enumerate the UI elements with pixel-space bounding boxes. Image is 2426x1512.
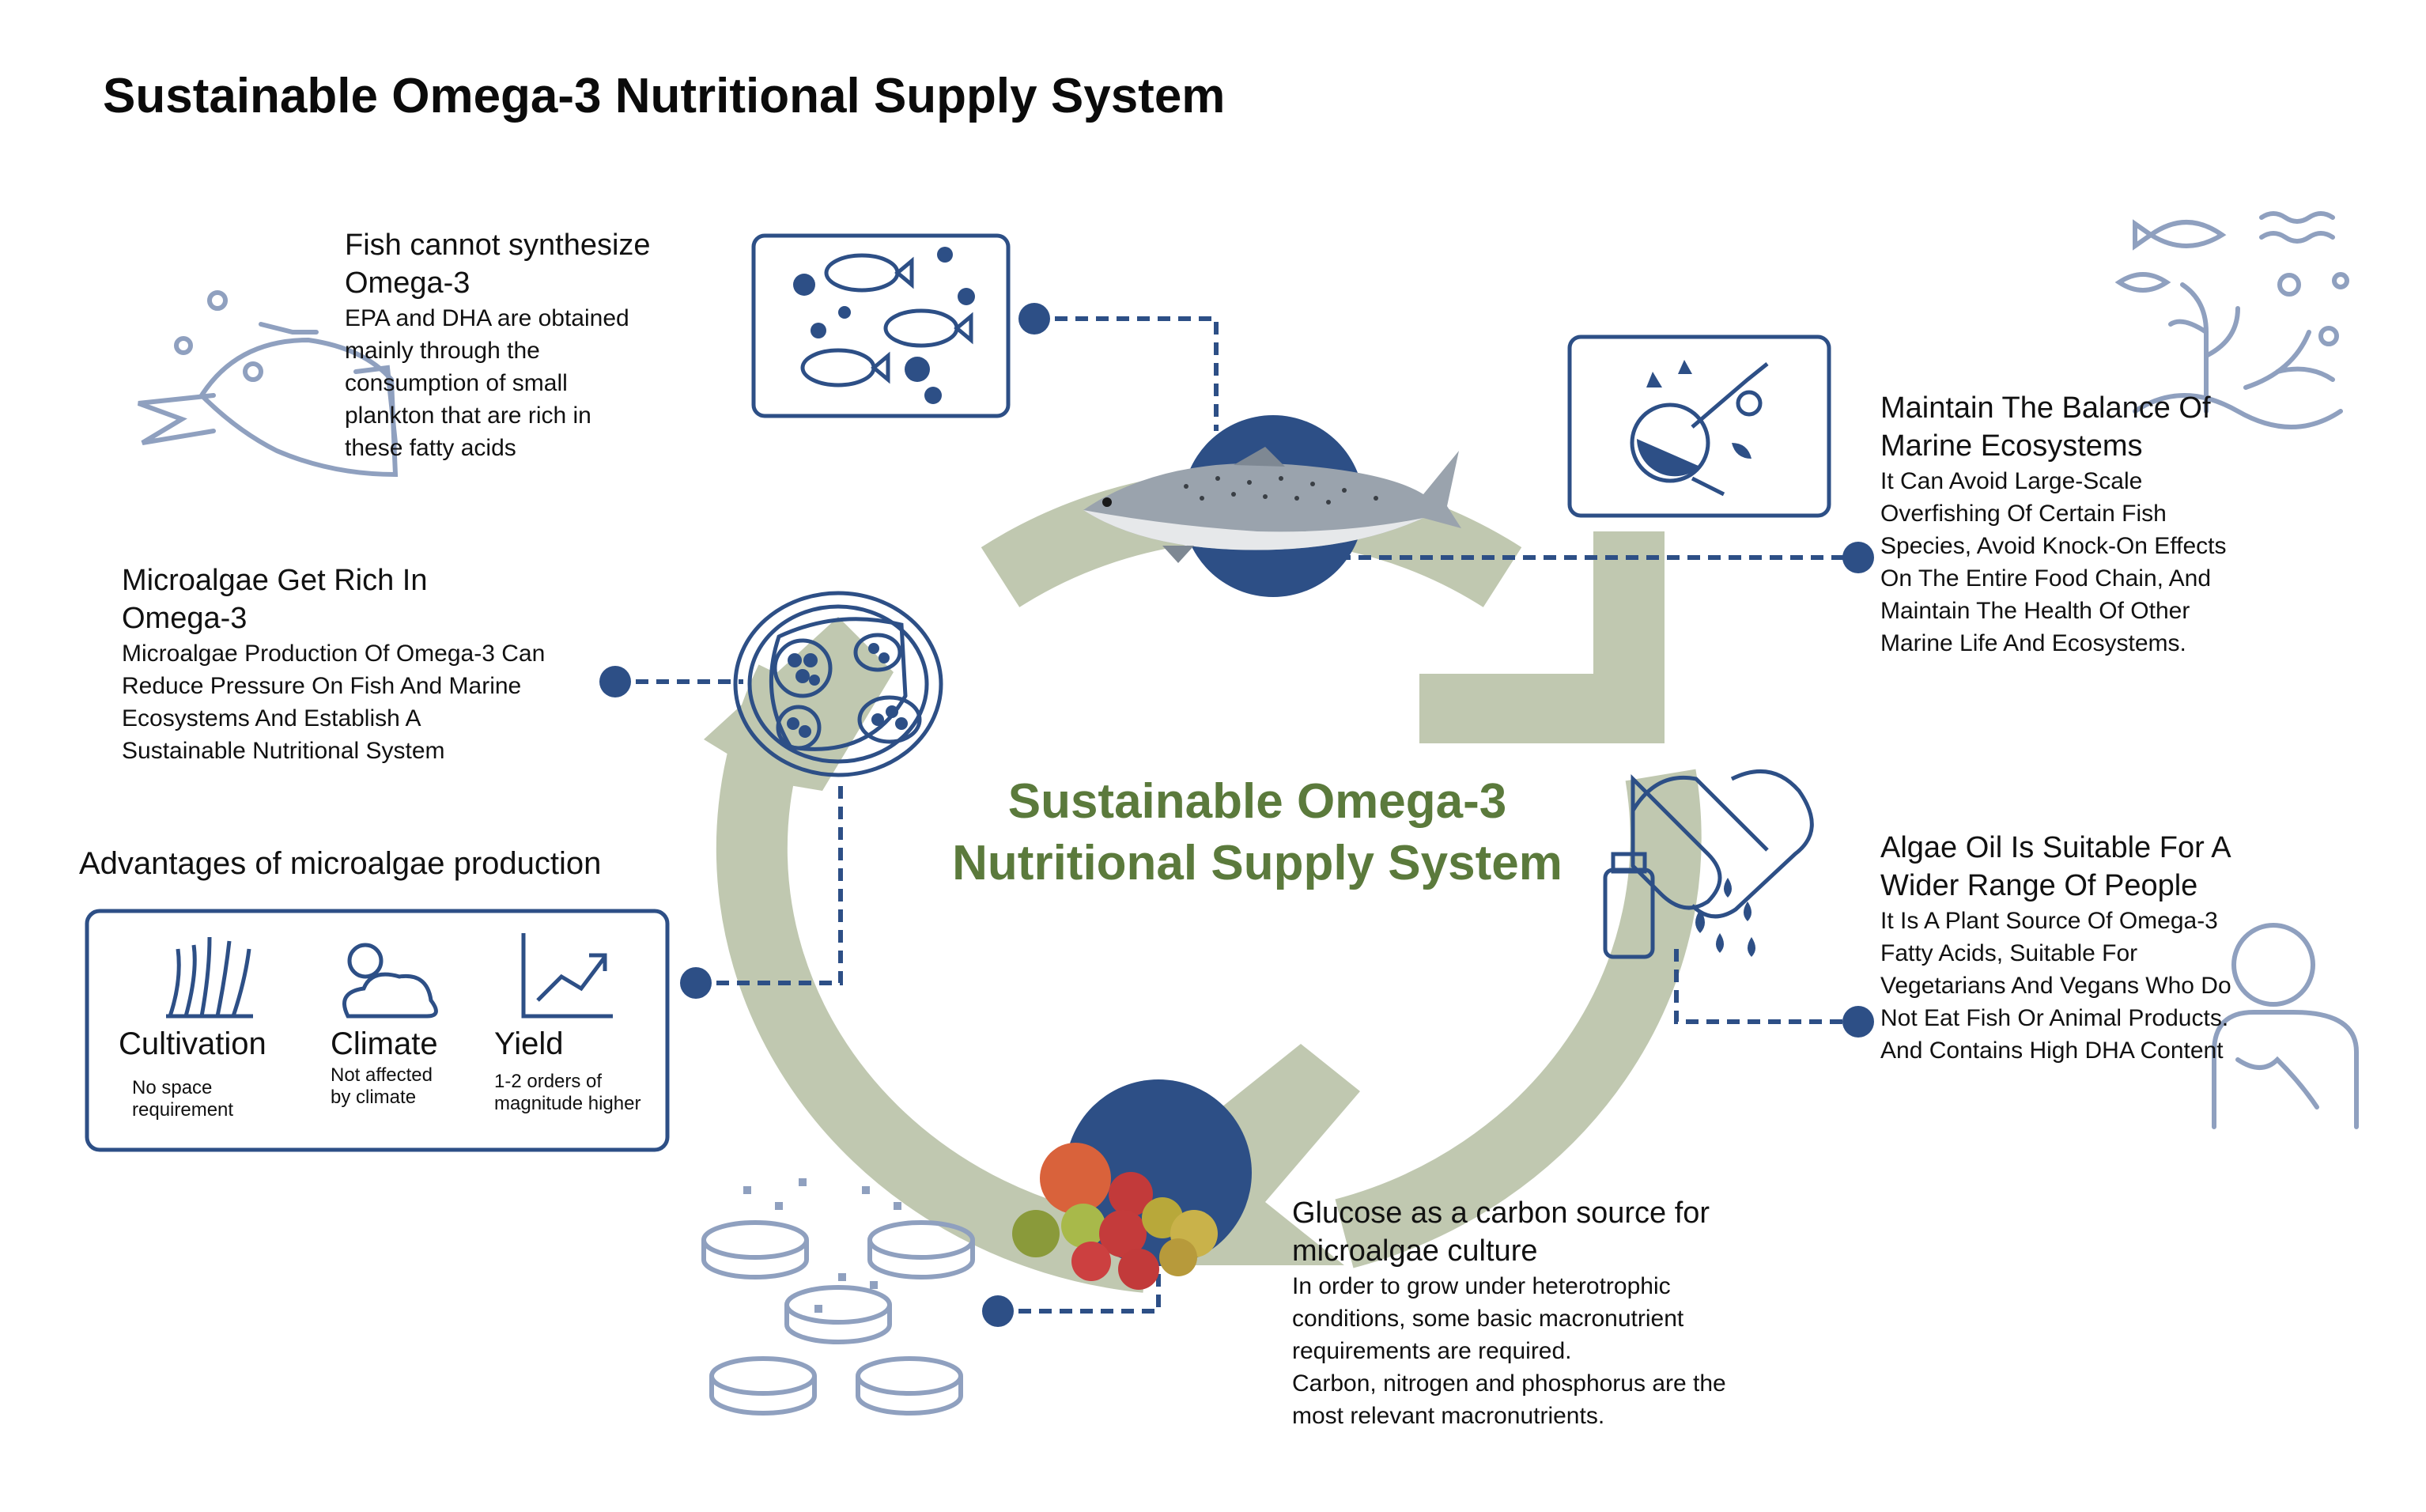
microalgae-body-4: Sustainable Nutritional System <box>122 738 445 764</box>
connector-dots <box>599 303 1874 1327</box>
cycle-arrowheads <box>704 531 1665 1265</box>
capsule-pill-icon <box>1603 769 1814 959</box>
glucose-heading-line2: microalgae culture <box>1292 1234 1538 1268</box>
climate-sub: Not affected by climate <box>331 1064 433 1109</box>
fish-block: Fish cannot synthesize Omega-3 EPA and D… <box>345 226 756 464</box>
petri-dish-icon <box>701 1178 975 1416</box>
connector-algae-oil <box>1674 949 1858 1024</box>
algae-oil-body-1: It Is A Plant Source Of Omega-3 <box>1880 908 2218 934</box>
algae-oil-body-3: Vegetarians And Vegans Who Do <box>1880 973 2231 999</box>
center-title: Sustainable Omega-3 Nutritional Supply S… <box>862 771 1653 894</box>
marine-body-4: On The Entire Food Chain, And <box>1880 565 2212 592</box>
marine-body-1: It Can Avoid Large-Scale <box>1880 468 2143 494</box>
marine-body-3: Species, Avoid Knock-On Effects <box>1880 533 2227 559</box>
yield-sub-1: 1-2 orders of <box>494 1071 603 1092</box>
climate-icon <box>342 943 438 1019</box>
connector-advantages <box>696 779 843 985</box>
cultivation-sub-2: requirement <box>132 1099 234 1121</box>
cultivation-icon <box>166 936 253 1019</box>
dot-microalgae <box>599 666 631 697</box>
yield-icon <box>521 933 613 1019</box>
marine-heading-line2: Marine Ecosystems <box>1880 429 2143 463</box>
yield-sub-2: magnitude higher <box>494 1093 641 1114</box>
fish-body-2: mainly through the <box>345 338 540 364</box>
marine-block: Maintain The Balance Of Marine Ecosystem… <box>1880 389 2371 660</box>
microalgae-heading-line1: Microalgae Get Rich In <box>122 564 428 597</box>
fish-plankton-icon <box>751 233 1011 418</box>
algae-oil-body-2: Fatty Acids, Suitable For <box>1880 940 2138 966</box>
climate-sub-1: Not affected <box>331 1064 433 1086</box>
microalgae-block: Microalgae Get Rich In Omega-3 Microalga… <box>122 561 628 767</box>
climate-sub-2: by climate <box>331 1087 417 1108</box>
center-title-line2: Nutritional Supply System <box>952 836 1563 890</box>
angler-outline-icon <box>137 290 399 478</box>
page-title: Sustainable Omega-3 Nutritional Supply S… <box>103 69 1226 123</box>
coral-reef-icon <box>2114 211 2349 429</box>
cultivation-sub-1: No space <box>132 1077 213 1098</box>
microalgae-body-1: Microalgae Production Of Omega-3 Can <box>122 641 546 667</box>
fish-body-3: consumption of small <box>345 370 568 396</box>
fish-heading-line1: Fish cannot synthesize <box>345 229 651 262</box>
dot-algae-oil <box>1842 1006 1874 1038</box>
dot-advantages <box>680 967 712 999</box>
marine-body-6: Marine Life And Ecosystems. <box>1880 630 2186 656</box>
microalgae-heading-line2: Omega-3 <box>122 602 248 635</box>
advantages-title: Advantages of microalgae production <box>79 846 602 881</box>
salmon-photo <box>1083 447 1461 563</box>
arrowhead-top-right <box>1419 531 1665 743</box>
person-icon <box>2212 923 2359 1129</box>
dot-marine <box>1842 542 1874 573</box>
microalgae-body-2: Reduce Pressure On Fish And Marine <box>122 673 522 699</box>
algae-oil-heading-line1: Algae Oil Is Suitable For A <box>1880 831 2231 864</box>
marine-heading-line1: Maintain The Balance Of <box>1880 391 2211 425</box>
glucose-block: Glucose as a carbon source for microalga… <box>1292 1194 1846 1432</box>
fish-body-1: EPA and DHA are obtained <box>345 305 629 331</box>
glucose-body-4: Carbon, nitrogen and phosphorus are the <box>1292 1370 1726 1397</box>
arrowhead-left <box>704 617 894 791</box>
climate-label: Climate <box>331 1026 438 1061</box>
angler-fish-icon <box>1567 335 1831 518</box>
marine-body-5: Maintain The Health Of Other <box>1880 598 2190 624</box>
center-title-line1: Sustainable Omega-3 <box>1007 774 1507 829</box>
cultivation-sub: No space requirement <box>132 1077 233 1121</box>
algae-oil-block: Algae Oil Is Suitable For A Wider Range … <box>1880 829 2371 1067</box>
algae-oil-body-4: Not Eat Fish Or Animal Products. <box>1880 1005 2229 1031</box>
glucose-body-2: conditions, some basic macronutrient <box>1292 1306 1684 1332</box>
cultivation-label: Cultivation <box>119 1026 266 1061</box>
dot-glucose <box>982 1295 1014 1327</box>
fish-body-5: these fatty acids <box>345 435 516 461</box>
glucose-body-1: In order to grow under heterotrophic <box>1292 1273 1671 1299</box>
cycle-arc-right <box>1335 769 1702 1268</box>
fish-heading-line2: Omega-3 <box>345 266 470 300</box>
marine-body-2: Overfishing Of Certain Fish <box>1880 501 2167 527</box>
microalgae-cell-icon <box>733 591 943 777</box>
yield-label: Yield <box>494 1026 564 1061</box>
algae-oil-heading-line2: Wider Range Of People <box>1880 869 2198 902</box>
glucose-body-5: most relevant macronutrients. <box>1292 1403 1605 1429</box>
yield-sub: 1-2 orders of magnitude higher <box>494 1071 641 1115</box>
connector-plankton <box>1034 316 1219 431</box>
fish-body-4: plankton that are rich in <box>345 403 591 429</box>
dot-plankton <box>1018 303 1050 335</box>
glucose-body-3: requirements are required. <box>1292 1338 1572 1364</box>
fruit-photo <box>1012 1143 1218 1290</box>
glucose-heading-line1: Glucose as a carbon source for <box>1292 1196 1710 1230</box>
microalgae-body-3: Ecosystems And Establish A <box>122 705 421 731</box>
algae-oil-body-5: And Contains High DHA Content <box>1880 1038 2224 1064</box>
